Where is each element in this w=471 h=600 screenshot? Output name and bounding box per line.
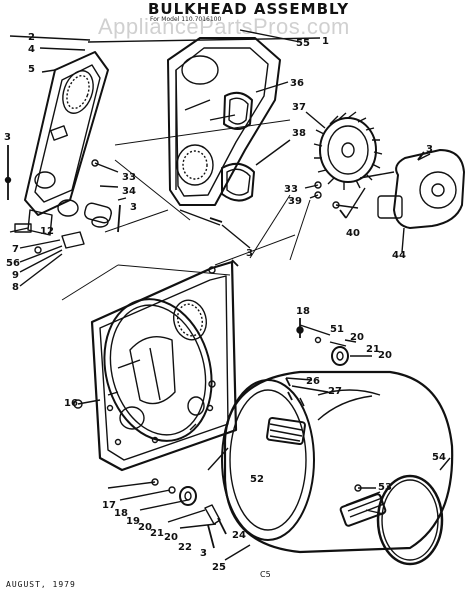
- rear-duct-part: [24, 51, 109, 216]
- callout-36: 36: [290, 78, 304, 89]
- callout-3-right: 3: [426, 144, 433, 155]
- leader-55: [239, 29, 301, 43]
- callout-33-left: 33: [122, 172, 136, 183]
- screw-group-left: [4, 145, 127, 233]
- blower-housing-44: [359, 149, 465, 253]
- footer-date: AUGUST, 1979: [6, 580, 76, 589]
- callout-54: 54: [432, 452, 446, 463]
- callout-20-d: 20: [164, 532, 178, 543]
- callout-38: 38: [292, 128, 306, 139]
- callout-19: 19: [126, 516, 140, 527]
- idler-group: [285, 318, 372, 393]
- callout-53: 53: [378, 482, 392, 493]
- callout-33-right: 33: [284, 184, 298, 195]
- callout-3-middle: 3: [246, 248, 253, 259]
- page-code: C5: [260, 570, 271, 579]
- callout-17: 17: [102, 500, 116, 511]
- callout-1: 1: [322, 36, 329, 47]
- seal-36: [223, 81, 289, 130]
- callout-18-upper: 18: [296, 306, 310, 317]
- callout-3-left2: 3: [130, 202, 137, 213]
- callout-40: 40: [346, 228, 360, 239]
- callout-25: 25: [212, 562, 226, 573]
- callout-12: 12: [40, 226, 54, 237]
- screw-16: [73, 399, 101, 409]
- callout-24: 24: [232, 530, 246, 541]
- callout-44: 44: [392, 250, 406, 261]
- thermostat-group: [9, 199, 112, 287]
- callout-labels: 2 4 1 55 5 36 37 38 3 33 34 3 12 7 56 9 …: [4, 32, 446, 573]
- callout-16: 16: [64, 398, 78, 409]
- callout-18-lower: 18: [114, 508, 128, 519]
- callout-8: 8: [12, 282, 19, 293]
- gasket-38: [221, 139, 291, 202]
- page-title: BULKHEAD ASSEMBLY: [148, 0, 350, 18]
- callout-51: 51: [330, 324, 344, 335]
- callout-21-lower: 21: [150, 528, 164, 539]
- leader-2: [9, 35, 91, 41]
- top-duct-part: [167, 37, 281, 206]
- bulkhead-panel: [90, 260, 238, 472]
- callout-26: 26: [306, 376, 320, 387]
- drum-assembly: [207, 370, 454, 566]
- callout-20-b: 20: [378, 350, 392, 361]
- callout-52: 52: [250, 474, 264, 485]
- callout-4: 4: [28, 44, 35, 55]
- callout-5: 5: [28, 64, 35, 75]
- callout-9: 9: [12, 270, 19, 281]
- screw-group-middle: [179, 209, 251, 267]
- callout-27: 27: [328, 386, 342, 397]
- callout-21-upper: 21: [366, 344, 380, 355]
- callout-37: 37: [292, 102, 306, 113]
- callout-3-bottom: 3: [200, 548, 207, 559]
- callout-20-c: 20: [138, 522, 152, 533]
- callout-34: 34: [122, 186, 136, 197]
- watermark: AppliancePartsPros.com: [98, 14, 350, 39]
- callout-7: 7: [12, 244, 19, 255]
- callout-3-left: 3: [4, 132, 11, 143]
- callout-20-a: 20: [350, 332, 364, 343]
- roller-support-group: [107, 478, 227, 549]
- callout-56: 56: [6, 258, 20, 269]
- callout-39: 39: [288, 196, 302, 207]
- leader-4: [39, 47, 86, 51]
- blower-wheel-37: [305, 111, 383, 190]
- callout-22: 22: [178, 542, 192, 553]
- callout-55: 55: [296, 38, 310, 49]
- callout-2: 2: [28, 32, 35, 43]
- model-subtitle: For Model 110.7016100: [150, 16, 222, 23]
- screw-group-right: [304, 151, 425, 219]
